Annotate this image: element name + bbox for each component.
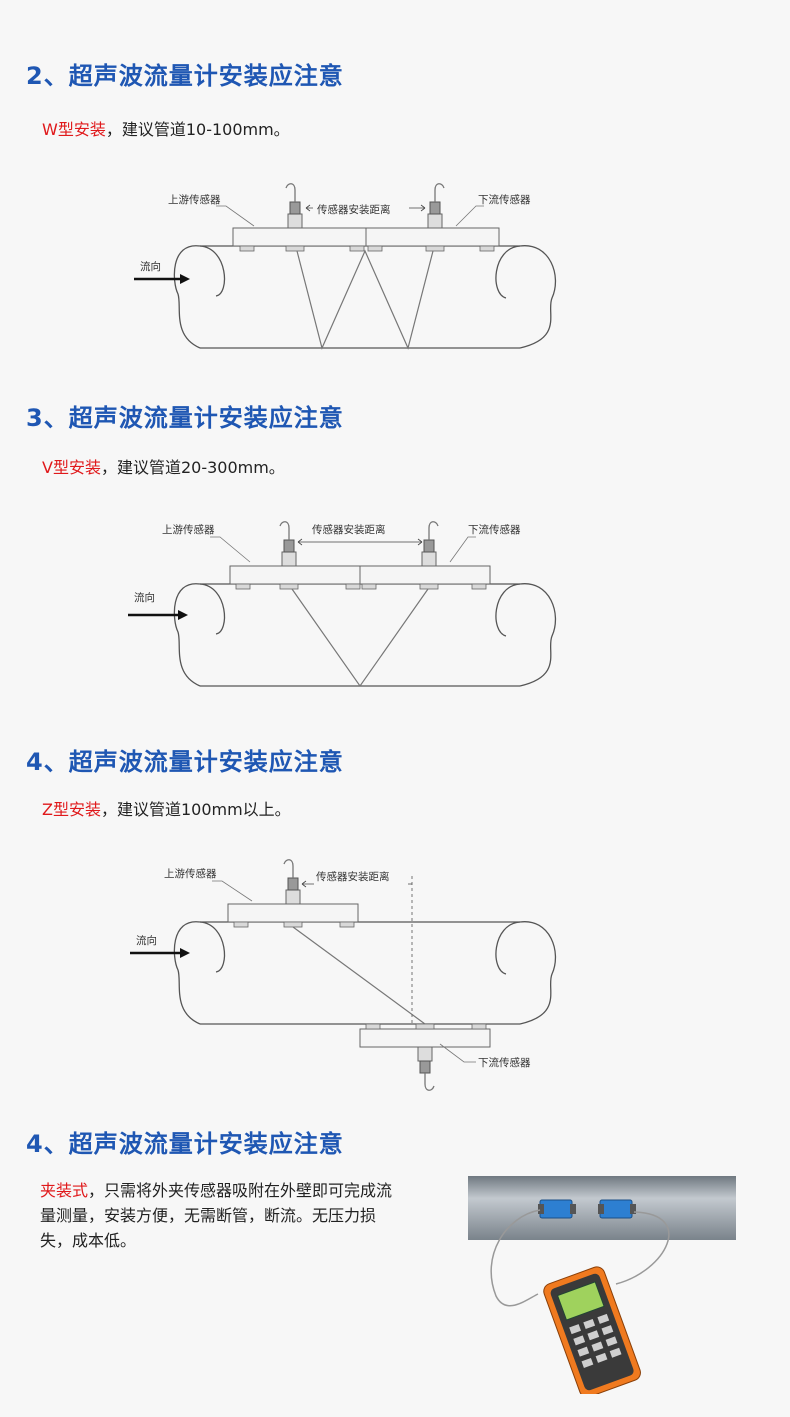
upstream-label-w: 上游传感器: [168, 193, 221, 206]
distance-label-z: 传感器安装距离: [316, 870, 390, 883]
upstream-sensor-v: [279, 521, 297, 567]
downstream-sensor-z: [417, 1046, 435, 1091]
section-title-v: 3、超声波流量计安装应注意: [26, 404, 344, 432]
section-title-clamp: 4、超声波流量计安装应注意: [26, 1130, 344, 1158]
install-type-clamp: 夹装式: [40, 1181, 89, 1200]
downstream-label-v: 下流传感器: [468, 523, 521, 536]
downstream-sensor-w: [427, 183, 445, 229]
z-install-diagram: 上游传感器 传感器安装距离 下流传感器 流向: [120, 854, 580, 1094]
distance-label-v: 传感器安装距离: [312, 523, 386, 536]
pipe-range-v: ，建议管道20-300mm。: [100, 458, 285, 477]
install-desc-w: W型安装，建议管道10-100mm。: [42, 116, 290, 140]
distance-label-w: 传感器安装距离: [317, 203, 391, 216]
section-title-w: 2、超声波流量计安装应注意: [26, 62, 344, 90]
clamp-sensor-right: [598, 1199, 636, 1219]
device-screen: [556, 1281, 605, 1321]
flow-label-z: 流向: [136, 934, 157, 947]
install-desc-v: V型安装，建议管道20-300mm。: [42, 454, 285, 478]
install-desc-z: Z型安装，建议管道100mm以上。: [42, 796, 291, 820]
install-type-v: V型安装: [42, 458, 101, 477]
downstream-label-z: 下流传感器: [478, 1056, 531, 1069]
flow-arrow-icon: [134, 274, 190, 284]
downstream-label-w: 下流传感器: [478, 193, 531, 206]
flow-arrow-icon: [128, 610, 188, 620]
clamp-description: ，只需将外夹传感器吸附在外壁即可完成流量测量，安装方便，无需断管，断流。无压力损…: [40, 1181, 393, 1250]
upstream-sensor-z: [283, 859, 301, 905]
pipe-range-z: ，建议管道100mm以上。: [100, 800, 291, 819]
upstream-label-z: 上游传感器: [164, 867, 217, 880]
clamp-sensor-left: [538, 1199, 576, 1219]
flow-label-w: 流向: [140, 260, 161, 273]
w-install-diagram: 上游传感器 传感器安装距离 下流传感器 流向: [120, 176, 580, 356]
section-title-z: 4、超声波流量计安装应注意: [26, 748, 344, 776]
install-type-w: W型安装: [42, 120, 106, 139]
upstream-label-v: 上游传感器: [162, 523, 215, 536]
clamp-on-flowmeter-photo: [466, 1176, 738, 1398]
pipe-range-w: ，建议管道10-100mm。: [105, 120, 290, 139]
handheld-device: [543, 1266, 641, 1398]
install-type-z: Z型安装: [42, 800, 101, 819]
v-install-diagram: 上游传感器 传感器安装距离 下流传感器 流向: [120, 510, 580, 695]
flow-arrow-icon: [130, 948, 190, 958]
flow-label-v: 流向: [134, 591, 155, 604]
downstream-sensor-v: [421, 521, 439, 567]
upstream-sensor-w: [285, 183, 303, 229]
install-desc-clamp: 夹装式，只需将外夹传感器吸附在外壁即可完成流量测量，安装方便，无需断管，断流。无…: [40, 1178, 400, 1253]
